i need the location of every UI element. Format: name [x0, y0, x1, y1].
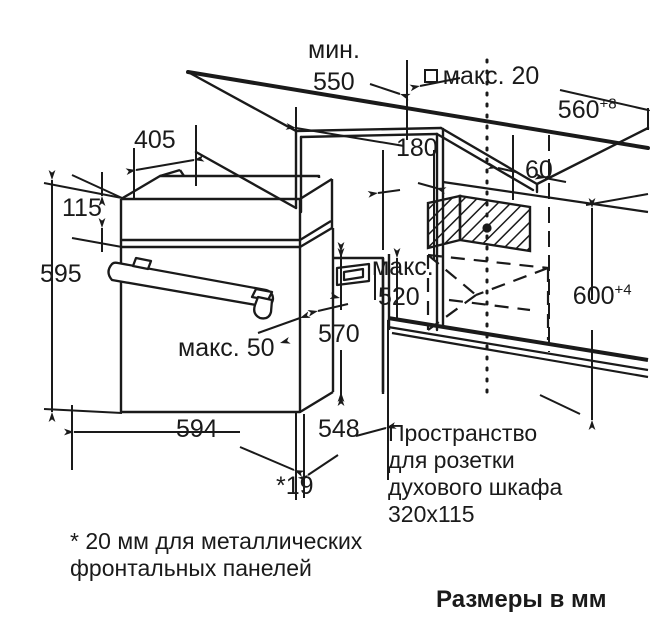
- socket-space-note: Пространство для розетки духового шкафа …: [388, 420, 563, 528]
- oven-side-vent: [335, 262, 371, 287]
- ext-600-top: [585, 193, 649, 206]
- ext-595-topline: [43, 182, 123, 199]
- label-548: 548: [318, 415, 360, 443]
- leader-560-right: [559, 89, 650, 116]
- label-560: 560: [557, 95, 600, 124]
- label-560-tolerance: +8: [599, 95, 617, 113]
- ext-115-top: [71, 174, 123, 199]
- label-520: 520: [378, 283, 420, 311]
- label-19: *19: [276, 472, 314, 500]
- dim-180-arrow: [367, 189, 401, 198]
- oven-door-handle: [107, 256, 275, 320]
- socket-recess-hatched: [426, 194, 532, 253]
- label-600: 600: [572, 281, 615, 310]
- dim-60-arrowL: [487, 162, 517, 173]
- dim-594-leader: [239, 446, 305, 478]
- label-550: 550: [313, 68, 355, 96]
- label-max-20: макс. 20: [442, 61, 540, 90]
- dim-548-leaderR: [355, 422, 397, 437]
- leader-max50: [257, 311, 311, 334]
- label-600-tolerance: +4: [614, 281, 632, 299]
- label-405: 405: [134, 126, 176, 154]
- label-max-520-prefix: макс.: [372, 253, 434, 281]
- dim-548-leaderL: [297, 454, 339, 484]
- label-595: 595: [40, 260, 82, 288]
- label-594: 594: [176, 415, 218, 443]
- label-600-group: 600+4: [545, 258, 632, 335]
- label-115: 115: [62, 194, 102, 222]
- cabinet-interior-lines: [387, 180, 649, 379]
- dimension-lines: [43, 60, 650, 500]
- label-max-50: макс. 50: [178, 334, 275, 362]
- dim-180-arrow2: [417, 182, 447, 194]
- leader-socket-note: [539, 394, 581, 415]
- label-570: 570: [318, 320, 360, 348]
- dim-60-arrowR: [534, 172, 567, 183]
- label-min-prefix: мин.: [308, 36, 360, 64]
- label-60: 60: [525, 156, 553, 184]
- ext-115-bottom: [71, 237, 123, 248]
- cabinet-outline: [186, 70, 650, 332]
- leader-550: [369, 83, 411, 101]
- dim-line-550: [285, 123, 405, 147]
- leader-door-gap: [307, 303, 349, 317]
- label-560-group: 560+8: [530, 72, 617, 149]
- square-icon: [423, 68, 438, 83]
- front-panel-footnote: * 20 мм для металлических фронтальных па…: [70, 528, 363, 582]
- dim-line-405: [125, 154, 205, 176]
- ext-595-bottomline: [43, 408, 123, 414]
- units-note: Размеры в мм: [436, 586, 607, 613]
- label-180: 180: [396, 134, 438, 162]
- leader-560-left: [409, 77, 461, 92]
- oven-body: [119, 168, 391, 414]
- label-max-20-group: макс. 20: [396, 38, 539, 115]
